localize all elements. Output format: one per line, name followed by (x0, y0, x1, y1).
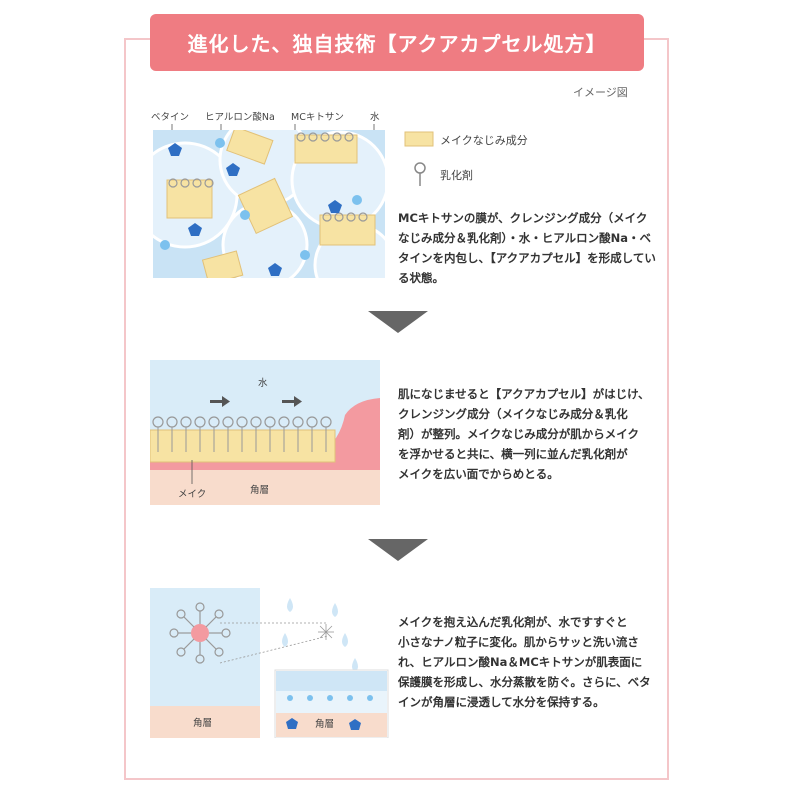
step2-desc-line: メイクを広い面でからめとる。 (398, 467, 559, 481)
step3-desc-line: 小さなナノ粒子に変化。肌からサッと洗い流さ (398, 635, 639, 649)
step3-stratum-left-label: 角層 (193, 717, 212, 729)
legend-emulsifier-label: 乳化剤 (440, 169, 473, 182)
down-arrow-icon (368, 539, 428, 561)
step1-desc-line: MCキトサンの膜が、クレンジング成分（メイク (398, 211, 648, 225)
step2-water-label: 水 (258, 377, 268, 389)
step2-stratum-label: 角層 (250, 484, 269, 496)
step2-illustration: 水 メイク 角層 (150, 360, 380, 505)
legend-makeup-icon (404, 131, 434, 147)
step3-desc-line: メイクを抱え込んだ乳化剤が、水ですすぐと (398, 615, 628, 629)
image-note: イメージ図 (573, 86, 628, 99)
step3-stratum-right-label: 角層 (315, 718, 334, 730)
mc-chitosan-label: MCキトサン (291, 112, 344, 123)
step1-illustration: ベタイン ヒアルロン酸Na MCキトサン 水 (151, 111, 385, 278)
legend-emulsifier-icon (414, 162, 426, 186)
step1-description: MCキトサンの膜が、クレンジング成分（メイク なじみ成分＆乳化剤）・水・ヒアルロ… (398, 208, 668, 288)
step1-desc-line: タインを内包し、【アクアカプセル】を形成してい (398, 251, 656, 265)
step2-desc-line: クレンジング成分（メイクなじみ成分＆乳化 (398, 407, 628, 421)
step3-desc-line: 保護膜を形成し、水分蒸散を防ぐ。さらに、ベタ (398, 675, 651, 689)
page-title: 進化した、独自技術【アクアカプセル処方】 (150, 14, 644, 71)
step2-makeup-label: メイク (178, 489, 206, 500)
betaine-label: ベタイン (151, 112, 189, 123)
step3-illustration: 角層 角層 (150, 588, 389, 738)
step3-desc-line: インが角層に浸透して水分を保持する。 (398, 695, 605, 709)
step1-desc-line: る状態。 (398, 271, 444, 285)
down-arrow-icon (368, 311, 428, 333)
step2-desc-line: 剤）が整列。メイクなじみ成分が肌からメイク (398, 427, 640, 441)
hyaluronic-label: ヒアルロン酸Na (205, 111, 275, 123)
step1-desc-line: なじみ成分＆乳化剤）・水・ヒアルロン酸Na・ベ (398, 231, 652, 245)
step2-desc-line: を浮かせると共に、横一列に並んだ乳化剤が (398, 447, 628, 461)
step3-description: メイクを抱え込んだ乳化剤が、水ですすぐと 小さなナノ粒子に変化。肌からサッと洗い… (398, 612, 668, 712)
step3-desc-line: れ、ヒアルロン酸Na＆MCキトサンが肌表面に (398, 655, 643, 669)
legend-makeup-label: メイクなじみ成分 (440, 134, 528, 147)
water-label: 水 (370, 111, 380, 123)
step2-desc-line: 肌になじませると【アクアカプセル】がはじけ、 (398, 387, 650, 401)
step2-description: 肌になじませると【アクアカプセル】がはじけ、 クレンジング成分（メイクなじみ成分… (398, 384, 668, 484)
